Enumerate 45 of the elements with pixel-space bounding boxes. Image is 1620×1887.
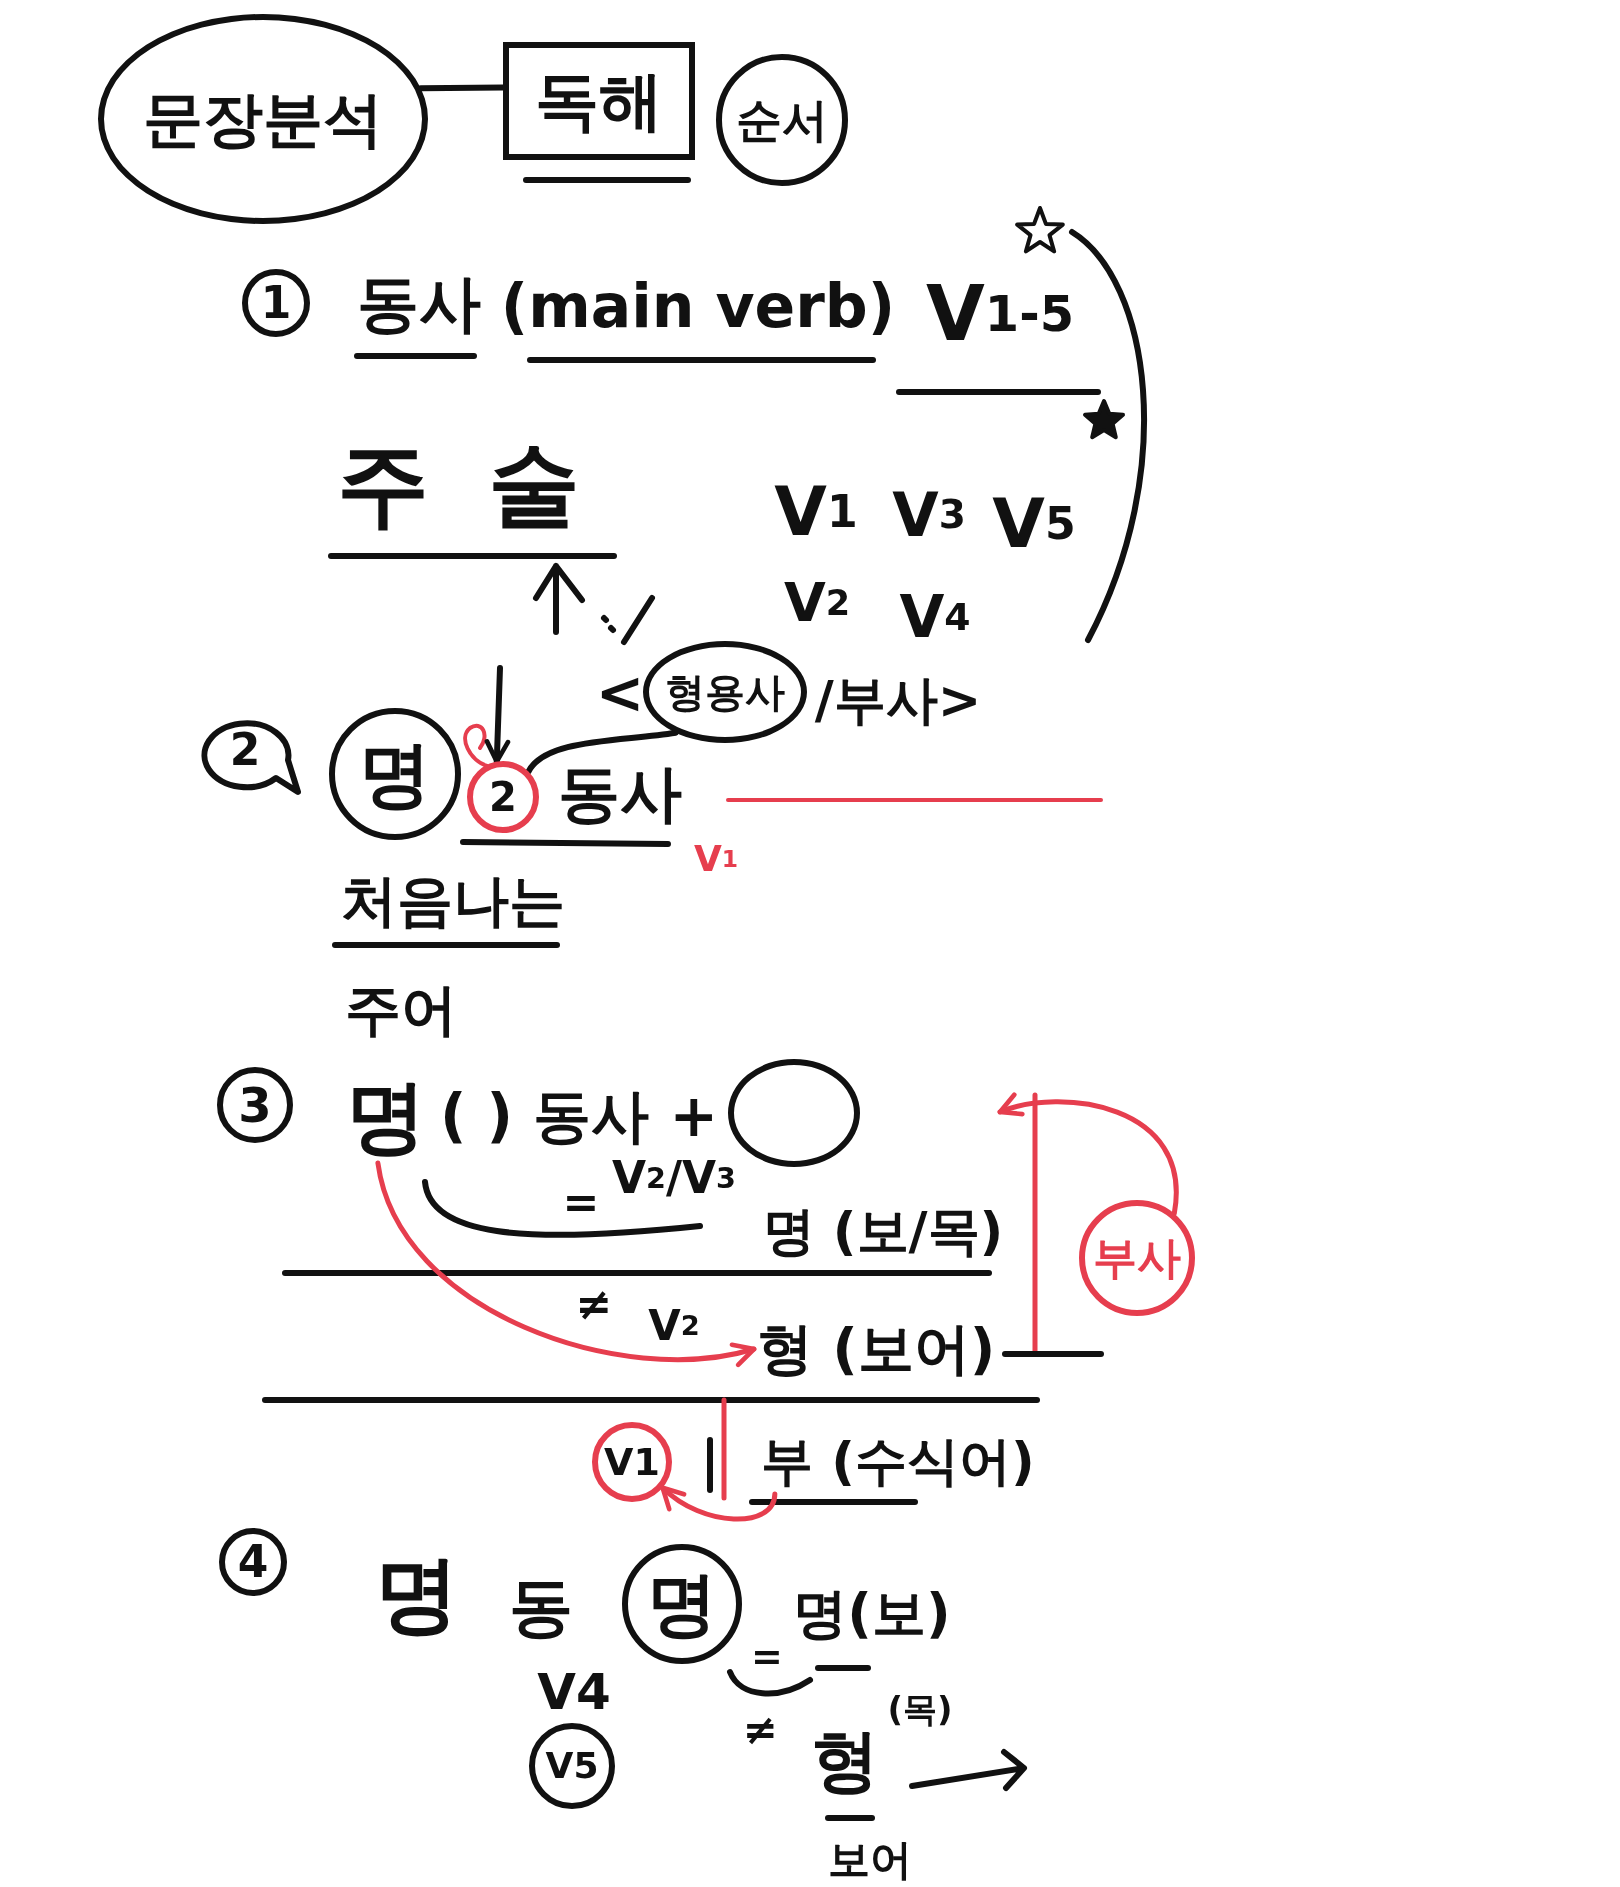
text-label: 동사 (356, 266, 482, 342)
connector-line (417, 84, 506, 92)
text-label: = (750, 1636, 784, 1676)
circled-word: 형용사 (643, 641, 807, 743)
text-label: 동사 (557, 758, 683, 830)
circled-label: V1 (592, 1422, 672, 1502)
text-label: (main verb) (499, 270, 897, 342)
text-label: 형 (보어) (754, 1316, 998, 1382)
text-label: 보어 (827, 1836, 913, 1884)
text-label: ≠ (741, 1706, 779, 1754)
circled-number: 4 (219, 1528, 287, 1596)
text-label: 명 (보/목) (761, 1200, 1005, 1263)
text-label: ≠ (574, 1280, 614, 1328)
curved-arrow (997, 1093, 1179, 1217)
circled-word: 명 (329, 708, 461, 840)
text-label: 형 (810, 1720, 880, 1802)
text-label: V4 (536, 1664, 612, 1720)
curved-arrow (660, 1485, 778, 1522)
text-label: 술 (487, 430, 581, 540)
circled-word: 명 (622, 1544, 742, 1664)
text-label: < (600, 660, 640, 726)
text-label: = (561, 1182, 601, 1222)
text-label: 명 (343, 1071, 429, 1163)
text-label: 명 (374, 1548, 460, 1640)
text-label: (목) (886, 1688, 954, 1731)
title-box: 독해 (503, 42, 695, 160)
arrow (484, 665, 511, 765)
title-ellipse: 문장분석 (98, 14, 428, 224)
text-label: 부 (수식어) (756, 1428, 1040, 1494)
text-label: 주어 (344, 976, 458, 1044)
text-label: /부사> (813, 669, 983, 732)
text-label: 주 (336, 430, 430, 540)
text-label: ( ) 동사 + (438, 1081, 720, 1152)
circled-number: 1 (242, 269, 310, 337)
circled-word: 부사 (1079, 1200, 1195, 1316)
text-label: 명(보) (792, 1582, 952, 1646)
text-label: 동 (508, 1570, 574, 1644)
empty-circle (728, 1059, 860, 1167)
circled-number: 2 (467, 761, 539, 833)
curved-line (525, 729, 679, 775)
text-label: 처음나는 (340, 867, 566, 935)
circled-number: 3 (217, 1067, 293, 1143)
circled-label: V5 (529, 1723, 615, 1809)
curved-arrow (375, 1160, 757, 1366)
circled-word: 순서 (716, 54, 848, 186)
